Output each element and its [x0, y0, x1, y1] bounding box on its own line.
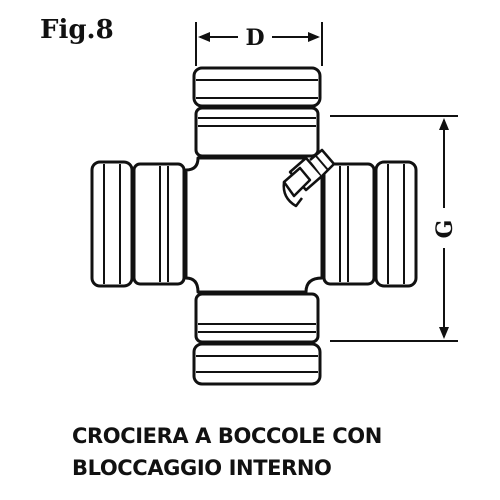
dimension-d [195, 22, 323, 66]
dimension-g-label: G [432, 220, 458, 239]
grease-fitting [282, 148, 336, 208]
figure-number: Fig.8 [40, 15, 114, 45]
dimension-g [330, 115, 458, 342]
caption-line-2: BLOCCAGGIO INTERNO [72, 456, 332, 480]
dimension-d-label: D [245, 25, 264, 51]
caption-line-1: CROCIERA A BOCCOLE CON [72, 424, 382, 448]
bottom-bearing-cup [192, 292, 322, 386]
left-bearing-cup [90, 160, 186, 288]
cross-part [90, 66, 418, 386]
top-bearing-cup [192, 66, 322, 158]
right-bearing-cup [322, 160, 418, 288]
